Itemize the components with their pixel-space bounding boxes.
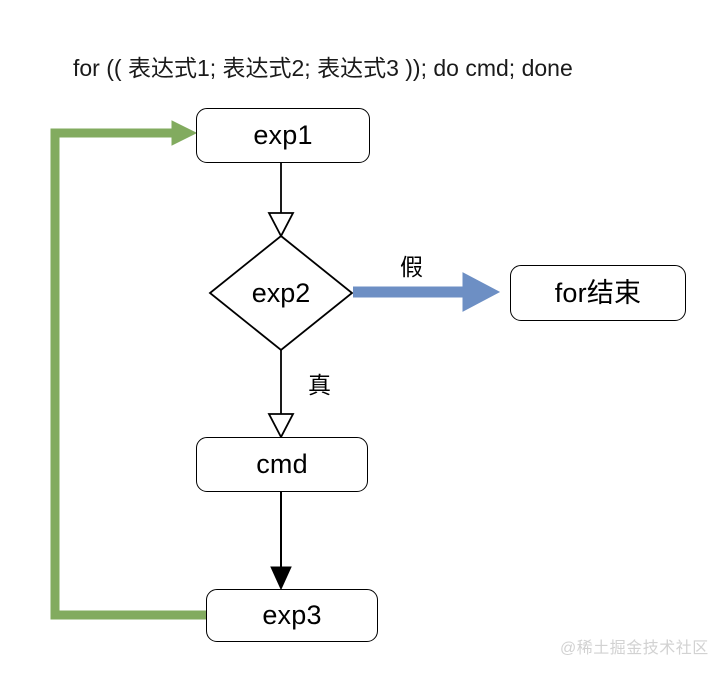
node-exp2-diamond[interactable] xyxy=(208,234,354,352)
false-arrowhead-icon xyxy=(462,272,501,312)
edge-cmd-to-exp3 xyxy=(270,492,292,591)
edge-label-true: 真 xyxy=(308,372,331,398)
watermark-text: @稀土掘金技术社区 xyxy=(560,640,709,657)
hollow-arrowhead-icon xyxy=(267,413,295,439)
hollow-arrowhead-icon xyxy=(267,212,295,238)
node-exp3[interactable]: exp3 xyxy=(206,589,378,642)
node-for-end[interactable]: for结束 xyxy=(510,265,686,321)
diagram-title: for (( 表达式1; 表达式2; 表达式3 )); do cmd; done xyxy=(73,55,573,81)
loop-arrow-line xyxy=(50,128,206,620)
edge-exp1-to-exp2 xyxy=(267,163,295,238)
loop-arrowhead-icon xyxy=(171,120,198,146)
edge-exp2-to-for-end xyxy=(353,272,501,312)
edge-exp3-to-exp1 xyxy=(50,120,206,620)
node-exp1[interactable]: exp1 xyxy=(196,108,370,163)
filled-arrowhead-icon xyxy=(270,566,292,591)
node-cmd[interactable]: cmd xyxy=(196,437,368,492)
edge-exp2-to-cmd xyxy=(267,350,295,439)
edge-label-false: 假 xyxy=(400,254,423,280)
